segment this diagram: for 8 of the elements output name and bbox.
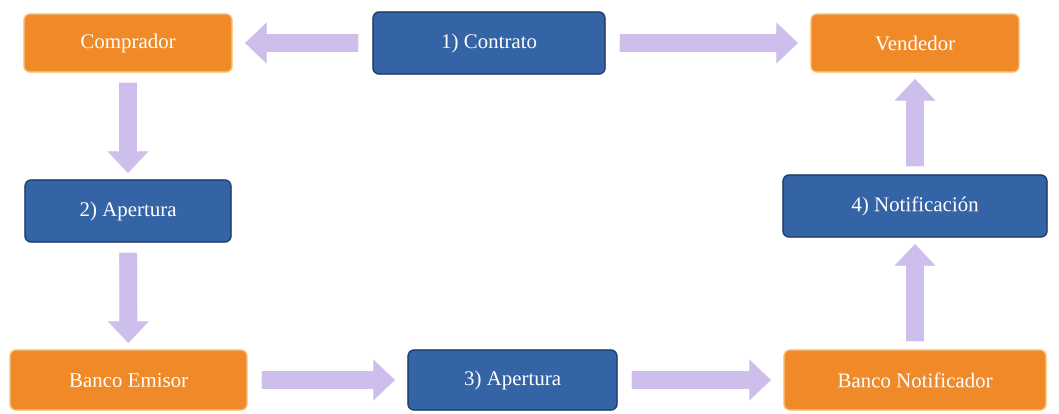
party-box: Vendedor (810, 13, 1020, 73)
step-box: 1) Contrato (372, 11, 606, 75)
step-box: 3) Apertura (407, 349, 618, 411)
party-box: Banco Emisor (9, 349, 248, 411)
step-box: 4) Notificación (782, 174, 1048, 238)
step-box: 2) Apertura (24, 179, 232, 243)
party-box: Banco Notificador (783, 349, 1047, 411)
party-box: Comprador (23, 13, 233, 73)
